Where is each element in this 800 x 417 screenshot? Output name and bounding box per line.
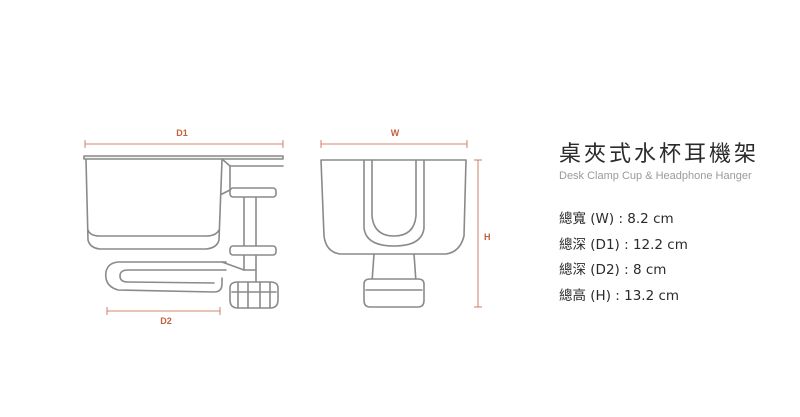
spec-list: 總寬 (W) : 8.2 cm 總深 (D1) : 12.2 cm 總深 (D2… bbox=[559, 210, 688, 312]
front-view-drawing bbox=[320, 159, 467, 308]
dimension-h bbox=[474, 159, 482, 308]
dimension-d2 bbox=[106, 307, 221, 315]
dimension-w bbox=[320, 140, 468, 148]
dimension-d2-label: D2 bbox=[160, 316, 172, 326]
spec-depth-d2: 總深 (D2) : 8 cm bbox=[559, 262, 667, 278]
spec-width: 總寬 (W) : 8.2 cm bbox=[559, 211, 674, 227]
product-title: 桌夾式水杯耳機架 bbox=[559, 142, 760, 167]
dimension-w-label: W bbox=[391, 128, 400, 138]
dimension-d1 bbox=[84, 140, 284, 148]
dimension-h-label: H bbox=[484, 232, 491, 242]
side-view-drawing bbox=[83, 155, 284, 309]
spec-height: 總高 (H) : 13.2 cm bbox=[559, 287, 680, 304]
spec-depth-d1: 總深 (D1) : 12.2 cm bbox=[559, 236, 688, 253]
dimension-d1-label: D1 bbox=[176, 128, 188, 138]
product-subtitle: Desk Clamp Cup & Headphone Hanger bbox=[559, 170, 752, 182]
